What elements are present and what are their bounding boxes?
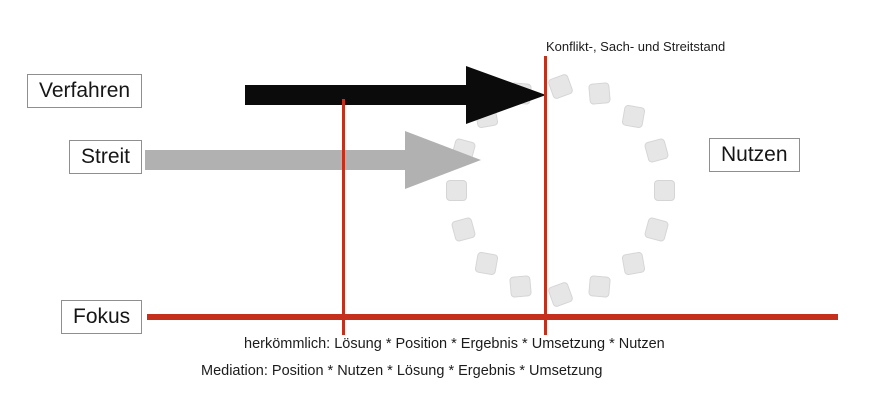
caption-mediation: Mediation: Position * Nutzen * Lösung * … [201, 363, 603, 379]
label-streit: Streit [69, 140, 143, 175]
circle-square [653, 179, 675, 201]
red-vertical-line-right [544, 56, 547, 335]
caption-konflikt-sach-streitstand: Konflikt-, Sach- und Streitstand [546, 39, 726, 54]
gray-arrow [145, 131, 481, 189]
red-vertical-line-left [342, 99, 345, 335]
caption-herkoemmlich: herkömmlich: Lösung * Position * Ergebni… [244, 336, 665, 352]
circle-square [445, 179, 467, 201]
black-arrow [245, 66, 546, 124]
label-fokus: Fokus [61, 300, 143, 335]
label-nutzen: Nutzen [709, 138, 800, 173]
red-horizontal-focus-line [147, 314, 838, 320]
label-verfahren: Verfahren [27, 74, 143, 109]
